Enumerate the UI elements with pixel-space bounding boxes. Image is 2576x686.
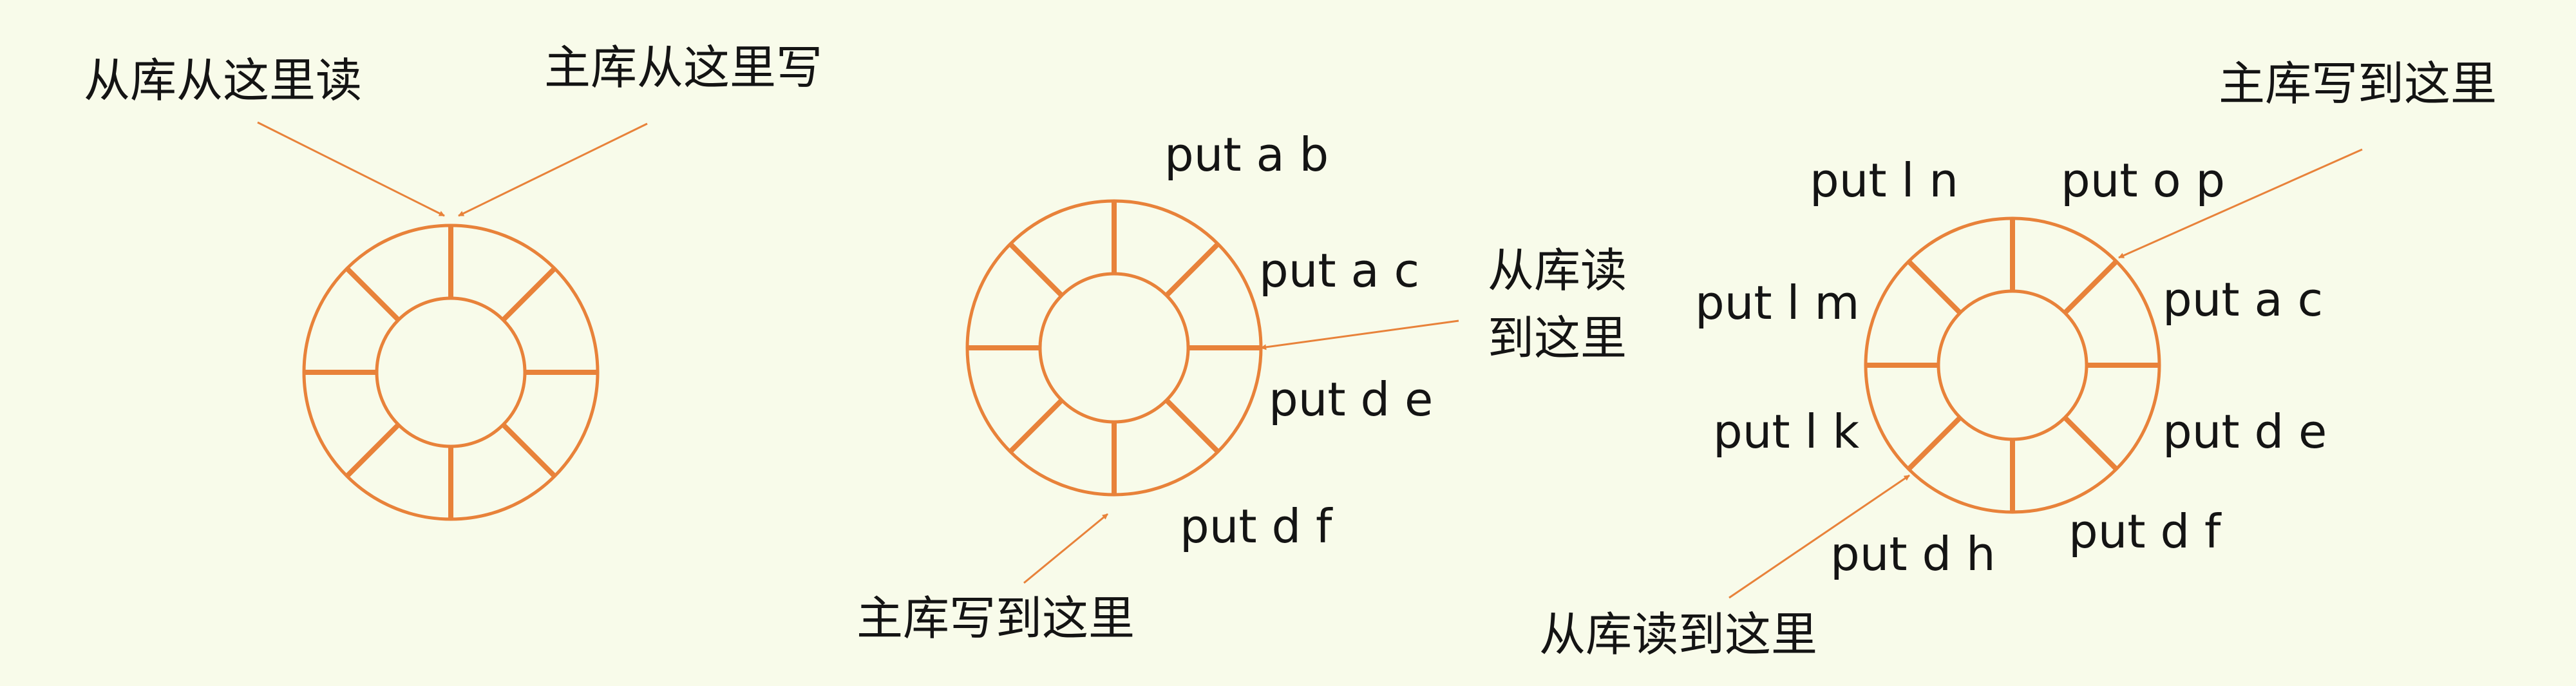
entry-label: put d e [2163, 405, 2327, 459]
arrow-replica-read-3 [1728, 474, 1910, 599]
inner-ring [1038, 272, 1190, 424]
buffer-slot-divider [1008, 398, 1064, 454]
label-master-read-here: 主库从这里写 [544, 41, 822, 95]
buffer-slot-divider [501, 266, 557, 322]
entry-label: put a c [2163, 272, 2323, 327]
buffer-slot-divider [1164, 242, 1220, 298]
entry-label: put o p [2061, 153, 2225, 207]
ring-buffer-2 [965, 199, 1263, 497]
label-master-write-to-here: 主库写到这里 [857, 591, 1135, 645]
buffer-slot-divider [2063, 415, 2119, 472]
arrow-replica-read-1 [257, 121, 445, 217]
inner-ring [375, 296, 527, 448]
entry-label: put l k [1713, 405, 1859, 459]
entry-label: put a b [1164, 128, 1329, 182]
arrow-master-read-1 [458, 122, 648, 217]
entry-label: put d f [2069, 504, 2222, 558]
entry-label: put d h [1830, 527, 1996, 581]
buffer-slot-divider [1008, 242, 1064, 298]
entry-label: put l n [1810, 153, 1958, 207]
buffer-slot-divider [345, 423, 401, 479]
buffer-slot-divider [501, 423, 557, 479]
entry-label: put l m [1695, 276, 1859, 330]
buffer-slot-divider [2063, 259, 2119, 315]
ring-buffer-3 [1864, 216, 2161, 514]
buffer-slot-divider [345, 266, 401, 322]
inner-ring [1937, 289, 2088, 441]
buffer-slot-divider [1906, 259, 1962, 315]
entry-label: put d f [1180, 499, 1333, 553]
arrow-replica-read-2 [1260, 319, 1459, 350]
label-replica-read-to-here-line2: 到这里 [1488, 311, 1627, 365]
entry-label: put d e [1269, 372, 1433, 426]
label-replica-read-to-here: 从库读到这里 [1539, 607, 1817, 662]
ring-buffer-1 [302, 224, 600, 521]
label-master-write-to-here: 主库写到这里 [2219, 57, 2497, 111]
buffer-slot-divider [1906, 415, 1962, 472]
label-replica-read-here: 从库从这里读 [84, 53, 362, 108]
arrow-master-write-2 [1023, 513, 1108, 584]
arrow-master-write-3 [2118, 148, 2363, 259]
entry-label: put a c [1259, 243, 1419, 298]
label-replica-read-to-here-line1: 从库读 [1488, 243, 1627, 298]
buffer-slot-divider [1164, 398, 1220, 454]
